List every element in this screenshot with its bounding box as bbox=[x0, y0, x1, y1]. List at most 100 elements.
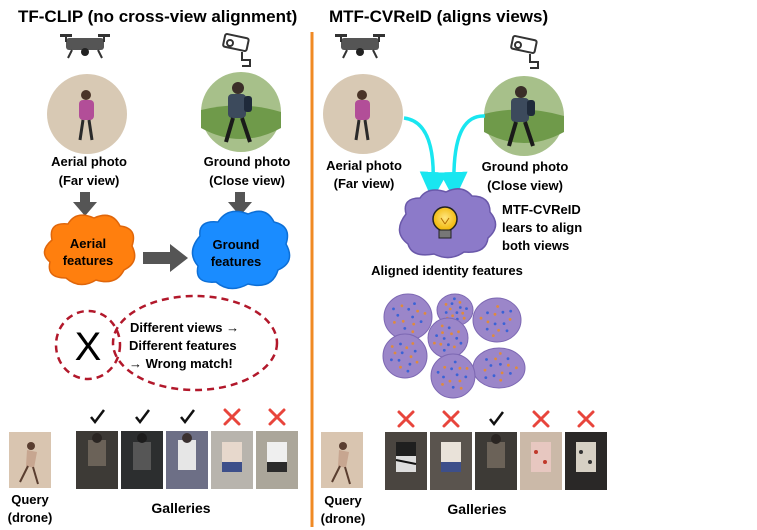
right-panel-title: MTF-CVReID (aligns views) bbox=[329, 7, 548, 26]
model-text-line3: both views bbox=[502, 238, 569, 253]
cross-mark-icon bbox=[577, 410, 595, 428]
security-camera-icon bbox=[510, 35, 539, 69]
ground-photo bbox=[201, 72, 281, 152]
aerial-caption-line1: Aerial photo bbox=[51, 154, 127, 169]
feature-point bbox=[448, 379, 452, 383]
ground-caption-line2: (Close view) bbox=[487, 178, 563, 193]
security-camera-icon bbox=[222, 33, 251, 67]
feature-point bbox=[450, 367, 453, 371]
feature-point bbox=[444, 311, 448, 314]
feature-point bbox=[497, 328, 500, 332]
feature-point bbox=[486, 311, 489, 315]
feature-point bbox=[455, 311, 459, 314]
gallery-image bbox=[121, 431, 163, 489]
aerial-photo bbox=[47, 74, 127, 154]
feature-point bbox=[412, 322, 416, 326]
feature-point bbox=[413, 302, 416, 305]
feature-point bbox=[515, 366, 518, 370]
feature-point bbox=[408, 362, 412, 366]
feature-point bbox=[486, 320, 490, 324]
feature-point bbox=[436, 370, 440, 374]
feature-point bbox=[409, 355, 413, 359]
ground-features-line2: features bbox=[211, 254, 262, 269]
check-mark-icon bbox=[90, 409, 105, 425]
ground-caption-line1: Ground photo bbox=[482, 159, 569, 174]
cross-mark-icon bbox=[532, 410, 550, 428]
feature-point bbox=[443, 365, 447, 369]
feature-point bbox=[465, 367, 469, 370]
galleries-label-right: Galleries bbox=[447, 501, 506, 517]
feature-point bbox=[400, 304, 404, 308]
feature-point bbox=[485, 358, 488, 361]
feature-point bbox=[491, 334, 495, 337]
feature-point bbox=[464, 375, 468, 379]
feature-point bbox=[407, 307, 411, 311]
ground-features-cloud: Ground features bbox=[191, 210, 291, 290]
feature-point bbox=[509, 309, 513, 313]
feature-point bbox=[493, 322, 497, 326]
feature-point bbox=[396, 313, 400, 317]
feature-point bbox=[493, 312, 497, 316]
feature-point bbox=[399, 342, 402, 346]
identity-cluster bbox=[427, 317, 469, 359]
check-mark-icon bbox=[135, 409, 150, 425]
cyan-arrow-aerial bbox=[403, 116, 448, 200]
identity-cluster bbox=[472, 297, 522, 343]
feature-point bbox=[440, 324, 444, 328]
gallery-image bbox=[475, 432, 517, 490]
feature-point bbox=[505, 329, 509, 333]
feature-point bbox=[458, 379, 462, 383]
query-image-right bbox=[321, 432, 363, 488]
drone-icon bbox=[60, 34, 110, 59]
aerial-features-line2: features bbox=[63, 253, 114, 268]
feature-point bbox=[433, 341, 436, 345]
feature-point bbox=[444, 303, 448, 306]
gallery-right-marks bbox=[397, 410, 595, 428]
gallery-left-marks bbox=[90, 408, 286, 426]
feature-point bbox=[450, 302, 454, 305]
galleries-label-left: Galleries bbox=[151, 500, 210, 516]
feature-point bbox=[405, 346, 409, 350]
ground-caption-line2: (Close view) bbox=[209, 173, 285, 188]
feature-point bbox=[447, 326, 451, 330]
cross-mark-icon bbox=[442, 410, 460, 428]
feature-point bbox=[441, 331, 444, 334]
query-image-left bbox=[9, 432, 51, 488]
mismatch-line2: Different features bbox=[129, 338, 237, 353]
feature-point bbox=[507, 363, 510, 367]
aerial-features-cloud: Aerial features bbox=[43, 214, 136, 286]
feature-point bbox=[458, 306, 462, 309]
feature-point bbox=[442, 375, 445, 379]
identity-clusters bbox=[382, 293, 526, 399]
feature-point bbox=[457, 330, 460, 334]
feature-point bbox=[509, 372, 512, 375]
gallery-image bbox=[256, 431, 298, 489]
feature-point bbox=[441, 383, 444, 386]
feature-point bbox=[393, 351, 397, 355]
feature-point bbox=[496, 305, 499, 308]
gallery-image bbox=[211, 431, 253, 489]
feature-point bbox=[447, 343, 450, 347]
feature-point bbox=[508, 318, 512, 321]
feature-point bbox=[484, 376, 488, 379]
feature-point bbox=[397, 358, 401, 362]
feature-point bbox=[458, 366, 462, 370]
feature-point bbox=[492, 374, 496, 378]
feature-point bbox=[393, 321, 396, 324]
feature-point bbox=[453, 345, 456, 349]
feature-point bbox=[401, 319, 405, 323]
identity-cluster bbox=[382, 333, 428, 379]
feature-point bbox=[439, 342, 443, 346]
ground-photo bbox=[484, 76, 564, 156]
query-label-right-line2: (drone) bbox=[321, 511, 366, 526]
light-bulb-icon bbox=[432, 206, 458, 239]
feature-point bbox=[465, 307, 468, 310]
aligned-features-label: Aligned identity features bbox=[371, 263, 523, 278]
feature-point bbox=[423, 312, 427, 315]
feature-point bbox=[399, 365, 402, 369]
gallery-image bbox=[520, 432, 562, 490]
aerial-features-line1: Aerial bbox=[70, 236, 106, 251]
gallery-image bbox=[166, 431, 208, 489]
feature-point bbox=[416, 309, 419, 313]
mismatch-dashed-circle bbox=[54, 309, 122, 381]
